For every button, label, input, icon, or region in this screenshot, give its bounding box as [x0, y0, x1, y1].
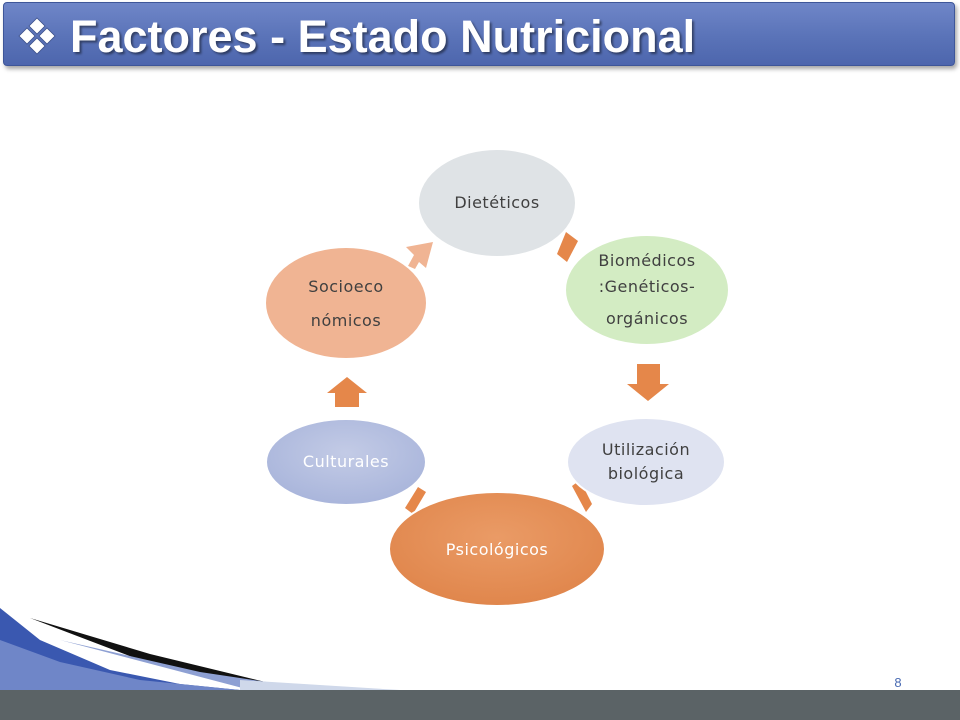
- node-socioeconomicos: [264, 246, 428, 360]
- arrow-dieteticos-to-biomedicos: [557, 232, 578, 262]
- node-utilizacion: [566, 417, 726, 507]
- label-dieteticos: Dietéticos: [454, 193, 540, 212]
- node-psicologicos: [388, 491, 606, 607]
- node-biomedicos: [564, 234, 730, 346]
- label-socioeconomicos: Socioeco nómicos: [308, 277, 384, 330]
- title-bar: Factores - Estado Nutricional: [3, 2, 955, 66]
- label-biomedicos: Biomédicos :Genéticos- orgánicos: [598, 251, 696, 328]
- diamond-bullet-icon: [18, 17, 56, 55]
- label-utilizacion: Utilización biológica: [601, 440, 691, 483]
- node-culturales: [265, 418, 427, 506]
- label-psicologicos: Psicológicos: [445, 540, 549, 559]
- node-dieteticos: [417, 148, 577, 258]
- page-number: 8: [894, 675, 902, 690]
- slide-title: Factores - Estado Nutricional: [70, 11, 696, 62]
- arrow-culturales-to-socioeconomicos: [327, 377, 367, 407]
- decorative-swoosh: [0, 608, 400, 690]
- label-culturales: Culturales: [302, 452, 390, 471]
- arrow-biomedicos-to-utilizacion: [627, 364, 669, 401]
- arrow-utilizacion-to-psicologicos: [572, 480, 592, 512]
- arrow-psicologicos-to-culturales: [405, 487, 426, 514]
- footer-bar: [0, 690, 960, 720]
- arrow-socioeconomicos-to-dieteticos: [406, 242, 433, 269]
